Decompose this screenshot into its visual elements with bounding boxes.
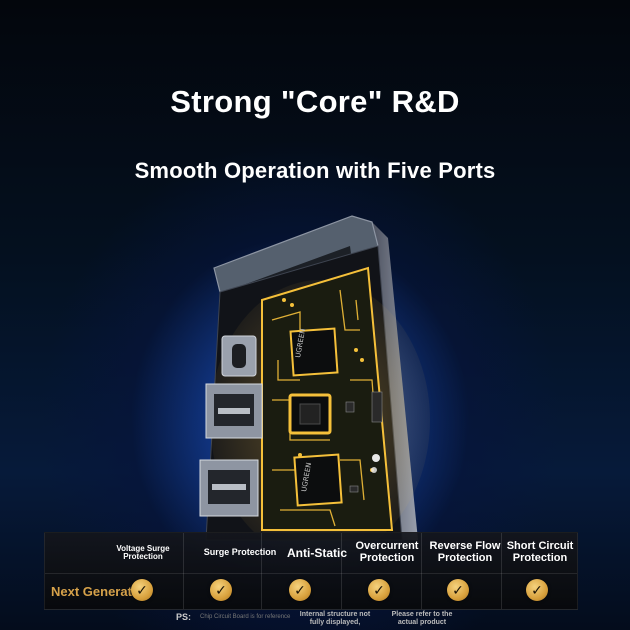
check-icon: ✓ — [210, 579, 232, 601]
chip-bottom: UGREEN — [293, 453, 343, 507]
led-light — [372, 454, 380, 462]
table-row-divider — [45, 573, 577, 574]
table-divider — [501, 533, 502, 609]
table-divider — [261, 533, 262, 609]
col-surge: Surge Protection — [203, 547, 277, 558]
check-icon: ✓ — [526, 579, 548, 601]
port-usb-a-1 — [205, 383, 263, 439]
page-subtitle: Smooth Operation with Five Ports — [134, 158, 496, 183]
table-divider — [183, 533, 184, 609]
page-title: Strong "Core" R&D — [170, 84, 460, 119]
table-divider — [341, 533, 342, 609]
col-voltage-surge: Voltage Surge Protection — [116, 543, 170, 561]
chip-top: UGREEN — [289, 327, 339, 377]
table-divider — [421, 533, 422, 609]
pcb-components — [345, 391, 383, 493]
ps-small-note: Chip Circuit Board is for reference — [200, 614, 291, 620]
port-usb-a-2 — [199, 459, 259, 517]
col-short-circuit: Short Circuit Protection — [506, 540, 574, 564]
col-reverse-flow: Reverse Flow Protection — [429, 540, 501, 564]
note-structure: Internal structure not fully displayed, — [299, 611, 371, 627]
col-anti-static: Anti-Static — [287, 545, 347, 560]
pcb-pads — [282, 298, 374, 472]
ps-label: PS: — [176, 612, 192, 622]
chip-middle — [288, 393, 332, 435]
row-label-next-generation: Next Generation — [51, 584, 152, 599]
protection-table: Voltage Surge Protection Surge Protectio… — [44, 532, 578, 610]
check-icon: ✓ — [447, 579, 469, 601]
led-light-2 — [371, 467, 377, 473]
note-refer: Please refer to the actual product — [391, 611, 453, 627]
check-icon: ✓ — [131, 579, 153, 601]
port-usb-c — [221, 335, 257, 377]
check-icon: ✓ — [289, 579, 311, 601]
col-overcurrent: Overcurrent Protection — [355, 540, 419, 564]
check-icon: ✓ — [368, 579, 390, 601]
